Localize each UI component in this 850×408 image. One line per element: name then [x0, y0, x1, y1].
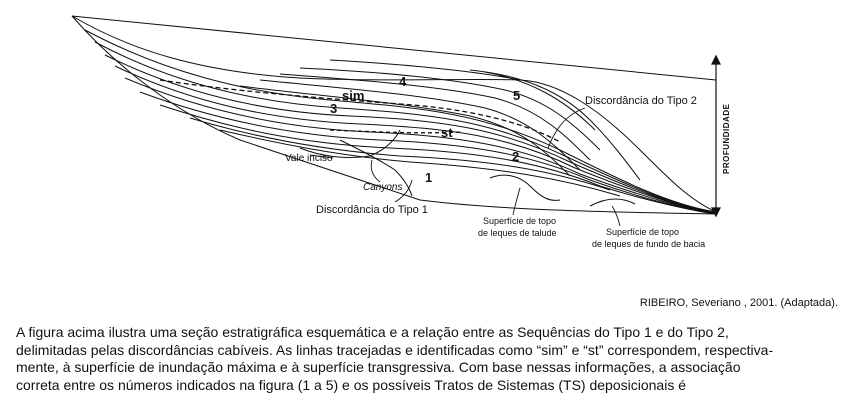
- sequence-number-3: 3: [330, 101, 338, 116]
- paragraph-line-2: delimitadas pelas discordâncias cabíveis…: [16, 341, 774, 358]
- label-canyons: Canyons: [363, 182, 403, 193]
- upper-profile: [71, 15, 717, 213]
- leader-topo-talude: [512, 187, 521, 216]
- paragraph-line-1: A figura acima ilustra uma seção estrati…: [16, 324, 729, 340]
- label-topo-talude-line2: de leques de talude: [478, 228, 557, 238]
- label-profundidade: PROFUNDIDADE: [722, 103, 731, 175]
- depth-arrow-head-down: [711, 207, 721, 218]
- label-discordancia-tipo2: Discordância do Tipo 2: [585, 95, 697, 107]
- leader-discordancia-tipo1: [394, 179, 413, 203]
- label-sim: sim: [342, 88, 365, 103]
- leader-vale-inciso: [309, 154, 334, 159]
- paragraph-line-3: mente, à superfície de inundação máxima …: [16, 359, 741, 375]
- leader-canyons: [370, 159, 381, 183]
- label-topo-talude-line1: Superfície de topo: [483, 216, 557, 226]
- base-profile: [71, 15, 717, 215]
- label-discordancia-tipo1: Discordância do Tipo 1: [316, 204, 428, 216]
- label-vale-inciso: Vale inciso: [285, 153, 333, 164]
- leader-topo-fundo: [611, 205, 621, 227]
- sequence-number-5: 5: [513, 88, 521, 103]
- label-topo-fundo-line1: Superfície de topo: [606, 227, 680, 237]
- sequence-number-4: 4: [399, 74, 407, 89]
- paragraph-line-4: correta entre os números indicados na fi…: [16, 376, 686, 393]
- leader-discordancia-tipo2: [547, 107, 586, 149]
- sequence-number-2: 2: [512, 149, 520, 164]
- depth-arrow-head-up: [711, 54, 721, 65]
- question-paragraph: A figura acima ilustra uma seção estrati…: [16, 324, 838, 394]
- label-topo-fundo-line2: de leques de fundo de bacia: [592, 239, 706, 249]
- label-st: st: [441, 125, 453, 140]
- stratigraphic-section-drawing: [71, 15, 721, 227]
- figure-credit: RIBEIRO, Severiano , 2001. (Adaptada).: [639, 297, 838, 309]
- stratigraphic-section-figure: 4 5 3 2 1 sim st Discordância do Tipo 2 …: [71, 15, 731, 249]
- sea-level-line: [71, 15, 717, 81]
- sequence-number-1: 1: [425, 170, 433, 185]
